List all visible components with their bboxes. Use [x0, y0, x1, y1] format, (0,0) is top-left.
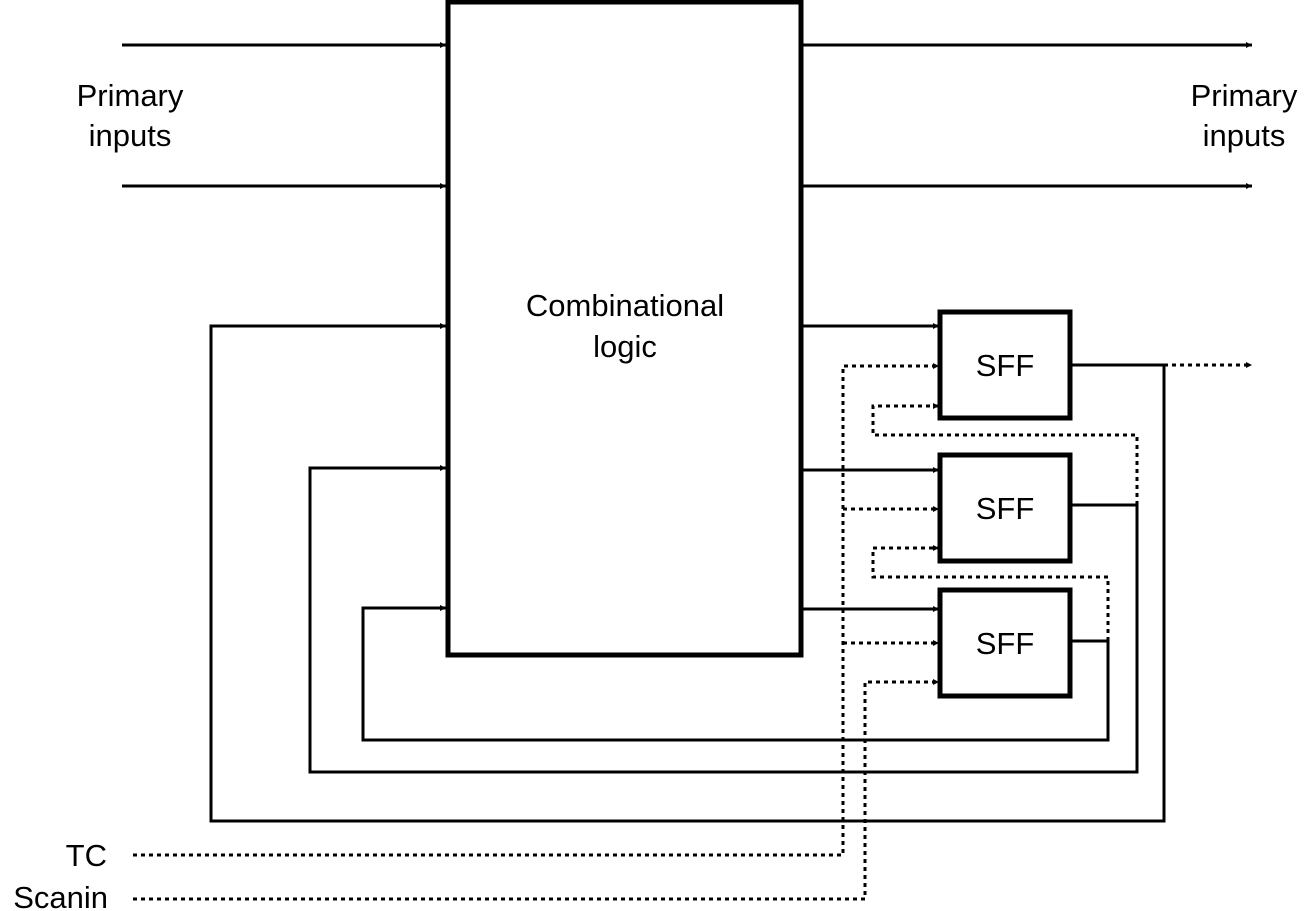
combinational-logic-label-2: logic: [593, 329, 657, 364]
tc-line: [133, 363, 939, 857]
feedback-loop-sff3: [361, 605, 1110, 742]
primary-inputs-right-label-1: Primary: [1191, 78, 1298, 113]
primary-inputs-right-label-2: inputs: [1203, 118, 1286, 153]
feedback-loop-sff2: [308, 465, 1139, 774]
combinational-logic-label-1: Combinational: [526, 288, 724, 323]
scan-link-sff2-to-sff1: [871, 403, 1139, 505]
sff-label-2: SFF: [976, 491, 1035, 526]
sff-label-1: SFF: [976, 348, 1035, 383]
primary-inputs-left-label-2: inputs: [89, 118, 172, 153]
feedback-loop-sff1: [209, 323, 1166, 823]
primary-inputs-left-label-1: Primary: [77, 78, 184, 113]
combinational-logic-block: [445, 0, 804, 658]
scanin-line: [133, 679, 939, 901]
sff-block-3: [937, 587, 1073, 699]
sff-label-3: SFF: [976, 626, 1035, 661]
scan-link-sff3-to-sff2: [871, 545, 1110, 641]
tc-label: TC: [66, 838, 107, 873]
sff-block-1: [937, 309, 1073, 421]
sff-block-2: [937, 452, 1073, 564]
scanin-label: Scanin: [13, 880, 108, 911]
